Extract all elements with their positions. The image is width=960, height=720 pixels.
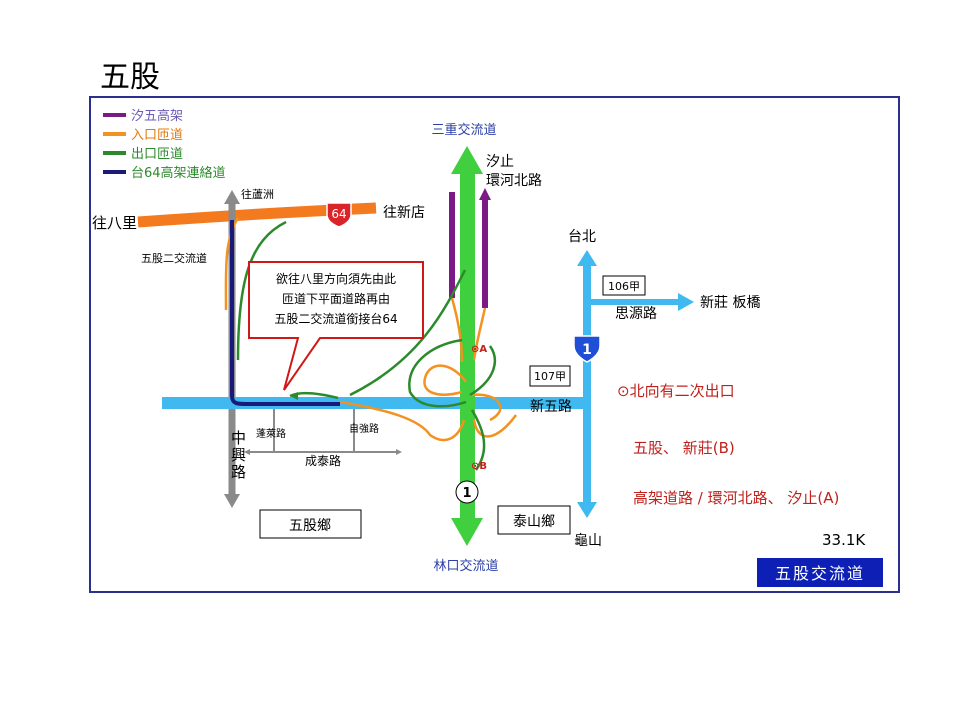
freeway1-white-number: 1 <box>462 486 471 501</box>
entry-ramp-east <box>472 414 518 438</box>
note-line-3: 高架道路 / 環河北路、 汐止(A) <box>633 489 839 507</box>
elevated-arrow-north <box>479 188 491 200</box>
entry-loop-right <box>469 393 502 422</box>
route-107-box: 107甲 <box>529 365 571 387</box>
route64-shield: 64 <box>326 202 352 228</box>
callout-line-3: 五股二交流道銜接台64 <box>274 311 397 326</box>
entry-ramps <box>224 217 518 442</box>
exit-ramp-north <box>349 269 467 397</box>
route64-shield-icon <box>326 202 352 228</box>
callout-box <box>248 261 424 391</box>
note-line-2: 五股、 新莊(B) <box>633 439 735 457</box>
zhongxing-arrow-down <box>224 494 240 508</box>
legend-label-link64: 台64高架連絡道 <box>131 165 226 181</box>
label-ziqiang: 自強路 <box>349 422 379 435</box>
map-frame <box>89 96 900 593</box>
freeway1-blue-shield: 1 <box>573 335 601 363</box>
exit-loop-right <box>469 345 497 397</box>
marker-b: ⊙B <box>471 461 487 472</box>
freeway1-flower-icon <box>455 480 479 504</box>
freeway-arrow-south <box>451 518 483 546</box>
taipei-arrow-up <box>577 250 597 266</box>
entry-ramp-2 <box>472 307 487 361</box>
interchange-badge <box>757 558 883 587</box>
route-106-box: 106甲 <box>602 275 646 296</box>
exit-loop-left <box>408 338 467 408</box>
label-taishan-xiang: 泰山鄉 <box>513 514 555 530</box>
note-line-1: ⊙北向有二次出口 <box>617 382 735 400</box>
label-linkou: 林口交流道 <box>433 558 498 574</box>
marker-a: ⊙A <box>471 344 487 355</box>
guishan-arrow-down <box>577 502 597 518</box>
local-streets <box>244 408 402 455</box>
label-xizhi: 汐止 <box>486 154 514 170</box>
label-chengtai: 成泰路 <box>305 453 341 468</box>
label-wang-luzhou: 往蘆洲 <box>241 187 274 201</box>
label-guishan: 龜山 <box>574 533 602 549</box>
wugu-xiang-frame <box>259 509 362 539</box>
callout: 欲往八里方向須先由此 匝道下平面道路再由 五股二交流道銜接台64 <box>248 261 424 391</box>
label-huanhe: 環河北路 <box>486 173 542 189</box>
label-sanchong: 三重交流道 <box>431 122 496 138</box>
taishan-xiang-frame <box>497 505 571 535</box>
zhongxing-arrow-up <box>224 190 240 204</box>
entry-loop-left <box>423 364 468 396</box>
freeway-1 <box>460 172 475 520</box>
xinwu-road <box>162 397 586 409</box>
page-title: 五股 <box>100 60 160 95</box>
entry-ramp-west <box>339 400 466 442</box>
route-106-label: 106甲 <box>608 280 640 293</box>
legend-label-exit: 出口匝道 <box>131 147 183 162</box>
label-penglai: 蓬萊路 <box>256 427 286 440</box>
label-zhongxing-2: 興 <box>231 446 246 464</box>
label-wang-bali: 往八里 <box>92 214 137 232</box>
legend-label-elevated: 汐五高架 <box>131 108 183 124</box>
callout-line-2: 匝道下平面道路再由 <box>282 291 390 306</box>
chengtai-arrow-left <box>244 449 250 455</box>
link64-arrow <box>290 392 298 400</box>
legend: 汐五高架 入口匝道 出口匝道 台64高架連絡道 <box>103 108 226 181</box>
route-107-label: 107甲 <box>534 370 566 383</box>
chengtai-arrow-right <box>396 449 402 455</box>
label-zhongxing-3: 路 <box>231 463 246 481</box>
label-wang-xindian: 往新店 <box>383 205 425 221</box>
legend-label-entry: 入口匝道 <box>131 128 183 143</box>
exit-ramp-south <box>470 409 486 471</box>
label-wugu-xiang: 五股鄉 <box>289 518 331 534</box>
label-taipei: 台北 <box>568 229 596 245</box>
entry-ramp-wugu2 <box>224 217 240 311</box>
link64-road <box>230 220 340 406</box>
callout-line-1: 欲往八里方向須先由此 <box>276 271 396 286</box>
km-marker: 33.1K <box>822 531 866 549</box>
freeway1-blue-number: 1 <box>582 342 592 358</box>
route-106-frame <box>602 275 646 296</box>
interchange-badge-label: 五股交流道 <box>775 564 865 583</box>
route64-number: 64 <box>331 207 346 221</box>
route-107-frame <box>529 365 571 387</box>
label-siyuan: 思源路 <box>615 306 657 322</box>
label-xinzhuang-banqiao: 新莊 板橋 <box>700 295 760 311</box>
label-zhongxing-1: 中 <box>231 429 246 447</box>
siyuan-arrow-right <box>678 293 694 311</box>
freeway1-shield-icon <box>573 335 601 363</box>
label-wugu2: 五股二交流道 <box>141 251 207 265</box>
entry-ramp-1 <box>450 297 464 363</box>
label-xinwu: 新五路 <box>530 399 572 415</box>
freeway1-white-shield: 1 <box>455 480 479 504</box>
freeway-arrow-north <box>451 146 483 174</box>
